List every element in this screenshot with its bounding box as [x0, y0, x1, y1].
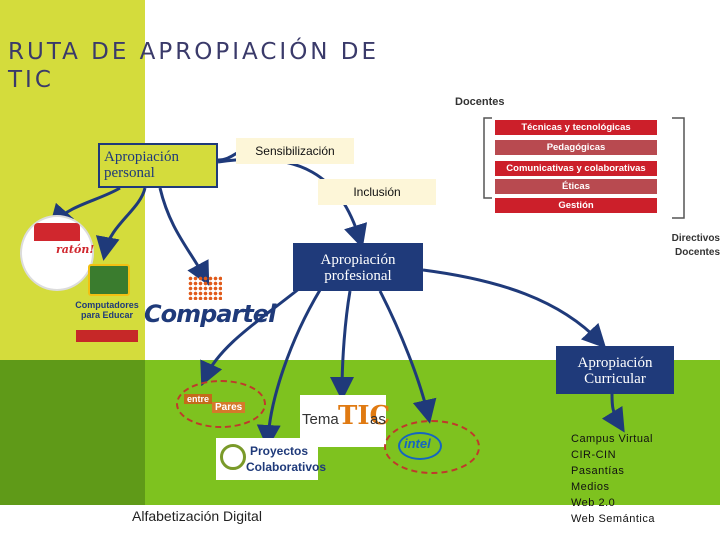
monitor-icon [88, 264, 130, 296]
arrow-to-curricular-list [601, 393, 625, 433]
node-apropiacion-personal: Apropiación personal [98, 143, 218, 188]
side-label-docentes: Docentes [674, 247, 720, 258]
list-item: CIR-CIN [571, 449, 617, 461]
node-apropiacion-personal-label: Apropiación personal [100, 145, 216, 186]
intel-ring-icon [398, 432, 442, 460]
competencias-side-labels: Directivos Docentes [664, 232, 720, 260]
logo-tematicas-tema: Tema [302, 411, 339, 428]
bracket-left [483, 117, 492, 199]
list-item: Pasantías [571, 465, 625, 477]
logo-proyectos-text-2: Colaborativos [246, 460, 327, 474]
arrow-to-tematicas [330, 290, 355, 401]
logo-compartel-text: Compartel [144, 300, 276, 328]
list-item: Campus Virtual [571, 433, 653, 445]
arrow-to-curricular [422, 268, 607, 349]
background-footer-strip [0, 505, 720, 540]
node-apropiacion-profesional: Apropiación profesional [293, 243, 423, 291]
logo-entre-pares: entre Pares [176, 380, 266, 428]
logo-raton-cap [34, 223, 80, 241]
logo-computadores-label: Computadores para Educar [75, 300, 139, 320]
logo-compartel: Compartel [140, 276, 276, 328]
proyectos-circle-icon [220, 444, 246, 470]
logo-proyectos-text-1: Proyectos [250, 444, 309, 458]
node-apropiacion-curricular-label: Apropiación Curricular [558, 348, 672, 392]
competencia-bar: Éticas [495, 179, 657, 194]
competencia-bar: Pedagógicas [495, 140, 657, 155]
footer-label-alfabetizacion: Alfabetización Digital [132, 508, 262, 524]
logo-computadores-para-educar: Computadores para Educar [72, 258, 142, 344]
node-sensibilizacion: Sensibilización [236, 138, 354, 164]
bracket-right [672, 117, 685, 219]
side-label-directivos: Directivos [671, 233, 720, 244]
logo-raton-text: ratón! [56, 243, 95, 256]
arrow-to-computadores [95, 187, 147, 261]
logo-entrepares-text-1: entre [184, 394, 213, 404]
list-item: Web Semántica [571, 513, 655, 525]
curricular-items-list: Campus Virtual CIR-CIN Pasantías Medios … [571, 431, 655, 527]
logo-tematicas-as: as [370, 411, 386, 428]
competencias-header: Docentes [455, 96, 505, 108]
arrow-to-intel [378, 290, 437, 424]
arrow-to-proyectos [256, 289, 322, 449]
logo-proyectos-colaborativos: Proyectos Colaborativos [216, 438, 326, 480]
logo-raton: ratón! [20, 215, 94, 291]
logo-intel-educacion: intel [384, 420, 480, 474]
node-apropiacion-profesional-label: Apropiación profesional [295, 245, 421, 289]
arrow-to-compartel [158, 187, 210, 286]
list-item: Medios [571, 481, 610, 493]
competencia-bar: Técnicas y tecnológicas [495, 120, 657, 135]
logo-intel-text: intel [404, 436, 431, 451]
arrow-to-entrepares [200, 286, 301, 387]
logo-entrepares-text-2: Pares [212, 402, 246, 413]
logo-tematicas-tic: TIC [338, 401, 391, 431]
node-inclusion: Inclusión [318, 179, 436, 205]
compartel-dots-icon [188, 276, 222, 300]
node-apropiacion-curricular: Apropiación Curricular [556, 346, 674, 394]
competencia-bar: Gestión [495, 198, 657, 213]
logo-computadores-ribbon [76, 330, 138, 342]
title-line-1: RUTA DE APROPIACIÓN DE [8, 39, 380, 65]
page-title: RUTA DE APROPIACIÓN DE TIC [8, 38, 379, 94]
title-line-2: TIC [8, 67, 54, 93]
list-item: Web 2.0 [571, 497, 616, 509]
competencia-bar: Comunicativas y colaborativas [495, 161, 657, 176]
